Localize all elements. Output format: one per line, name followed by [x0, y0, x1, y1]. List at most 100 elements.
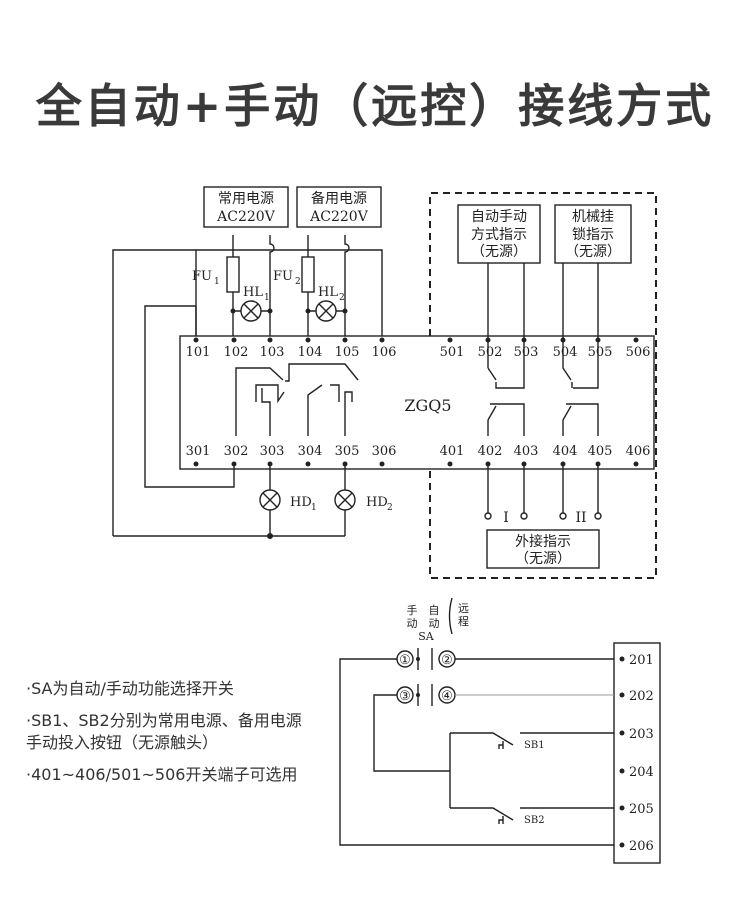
- wire-103: [269, 235, 275, 336]
- hl2-sub: 2: [339, 293, 345, 303]
- sa-manual-2: 动: [407, 617, 418, 630]
- common-power-line1: 常用电源: [218, 191, 274, 207]
- bottom-terminal-dot: [267, 461, 273, 467]
- hd1-cross: [262, 492, 278, 508]
- wire-302-loop: [144, 305, 235, 488]
- fu2-sub: 2: [295, 277, 301, 287]
- remote-terminal-label: 205: [629, 802, 654, 817]
- sa-contact-1-label: ①: [399, 653, 411, 668]
- top-terminal-label: 504: [553, 345, 578, 360]
- external-indicator-line2: （无源）: [515, 551, 571, 567]
- common-power-box: [203, 186, 289, 228]
- sa-remote-1: 远: [458, 602, 469, 615]
- bottom-terminal-label: 305: [335, 444, 360, 459]
- remote-terminal-dot: [619, 656, 625, 662]
- sb2-label: SB2: [524, 815, 545, 826]
- bottom-terminal-label: 301: [186, 444, 211, 459]
- sa-auto-1: 自: [429, 604, 440, 617]
- wire-sa3-sb: [373, 694, 451, 808]
- hl1-dot-left: [230, 308, 236, 314]
- wire-sb2: [450, 807, 614, 821]
- hl1-label: HL: [243, 285, 263, 300]
- zgq5-device: [179, 335, 655, 470]
- top-terminal-label: 501: [440, 345, 465, 360]
- wires-indicators: [487, 263, 599, 336]
- hl1-dot-right: [267, 308, 273, 314]
- fu2-label: FU: [273, 269, 293, 284]
- sb1-label: SB1: [524, 740, 545, 751]
- wire-sa1-206: [339, 658, 614, 846]
- auto-manual-line2: 方式指示: [471, 227, 527, 243]
- bottom-terminal-label: 404: [553, 444, 578, 459]
- bottom-terminal-label: 302: [224, 444, 249, 459]
- top-terminal-dot: [447, 337, 453, 343]
- fuse-fu2: [301, 256, 315, 293]
- top-terminal-dot: [633, 337, 639, 343]
- bottom-terminal-label: 402: [478, 444, 503, 459]
- bottom-terminal-label: 303: [260, 444, 285, 459]
- remote-terminal-dot: [619, 768, 625, 774]
- bottom-terminal-dot: [447, 461, 453, 467]
- bottom-terminal-dot: [342, 461, 348, 467]
- top-terminal-label: 506: [626, 345, 651, 360]
- ext-terminal-405: [594, 512, 602, 520]
- fuse-fu1: [226, 256, 240, 293]
- remote-terminal-dot: [619, 692, 625, 698]
- hl2-dot-left: [305, 308, 311, 314]
- bottom-terminal-dot: [595, 461, 601, 467]
- mech-lock-indicator-box: [554, 204, 632, 264]
- external-indicator-line1: 外接指示: [515, 533, 571, 550]
- top-terminal-dot: [342, 337, 348, 343]
- wires-external-indicator: [487, 466, 599, 514]
- sa-contact-2-label: ②: [441, 653, 453, 668]
- ext-terminal-404: [559, 512, 567, 520]
- sa-manual-1: 手: [407, 603, 418, 617]
- top-terminal-label: 104: [298, 345, 323, 360]
- fu1-label: FU: [192, 269, 212, 284]
- top-terminal-dot: [231, 337, 237, 343]
- bottom-terminal-label: 306: [372, 444, 397, 459]
- wire-101-loop: [195, 249, 383, 336]
- auto-manual-line1: 自动手动: [471, 209, 527, 225]
- optional-region-border: [429, 192, 657, 579]
- bottom-terminal-dot: [521, 461, 527, 467]
- wire-sb1: [450, 732, 614, 746]
- hd1-sub: 1: [311, 503, 317, 513]
- hl2-dot-right: [342, 308, 348, 314]
- bottom-terminal-dot: [485, 461, 491, 467]
- bottom-terminal-label: 405: [588, 444, 613, 459]
- note-sb: ·SB1、SB2分别为常用电源、备用电源手动投入按钮（无源触头）: [26, 711, 302, 752]
- sa-contact-3-label: ③: [399, 689, 411, 704]
- sa-pos-dot-2: [416, 693, 420, 697]
- remote-terminal-block: [613, 642, 661, 864]
- auto-manual-indicator-box: [457, 204, 541, 264]
- sa-remote-bracket: [448, 597, 453, 635]
- device-label: ZGQ5: [404, 396, 451, 415]
- top-terminal-label: 103: [260, 345, 285, 360]
- mech-lock-line3: （无源）: [565, 244, 621, 260]
- remote-terminal-label: 204: [629, 765, 654, 780]
- remote-terminal-dot: [619, 805, 625, 811]
- top-terminal-label: 106: [372, 345, 397, 360]
- bottom-terminal-dot: [560, 461, 566, 467]
- top-terminal-label: 102: [224, 345, 249, 360]
- remote-terminal-label: 202: [629, 689, 654, 704]
- roman-two: II: [575, 510, 586, 526]
- mech-lock-line1: 机械挂: [572, 209, 614, 225]
- hl2-cross: [318, 303, 334, 319]
- mech-lock-line2: 锁指示: [572, 227, 614, 243]
- remote-terminal-dot: [619, 730, 625, 736]
- top-terminal-dot: [379, 337, 385, 343]
- bottom-terminal-label: 406: [626, 444, 651, 459]
- hl1-sub: 1: [264, 293, 270, 303]
- backup-power-line1: 备用电源: [311, 190, 367, 207]
- sb2-actuator: [498, 816, 504, 824]
- bottom-terminal-dot: [231, 461, 237, 467]
- fu1-sub: 1: [214, 277, 220, 287]
- sa-remote-2: 程: [458, 615, 469, 628]
- bottom-terminal-dot: [193, 461, 199, 467]
